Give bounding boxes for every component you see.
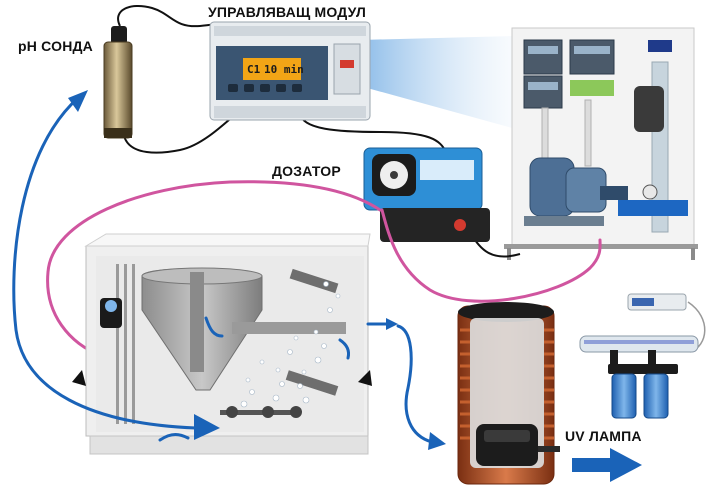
electrical-box-1 [523,39,563,75]
filter-housing-2 [643,373,669,419]
flow-top-arrowhead [68,90,88,112]
dosing-line-to-panel [380,208,602,303]
doser-label: ДОЗАТОР [272,163,341,179]
lcd-time: 10 min [264,63,304,76]
controller-button-2[interactable] [244,84,254,92]
check-valve [634,86,664,132]
uv-lamp-label: UV ЛАМПА [565,428,642,444]
dosing-line [46,180,602,358]
hot-water-tank [457,302,560,485]
controller-button-5[interactable] [292,84,302,92]
flow-to-boiler-arrow [396,324,434,444]
controller-button-1[interactable] [228,84,238,92]
pressure-gauge [642,184,658,200]
uv-lamp-unit [579,293,706,419]
aerator-rail [220,410,300,415]
ph-probe [103,26,133,139]
central-pipe [190,272,204,372]
pump-indicator-light [454,219,466,231]
flow-boiler-arrowhead [428,432,446,450]
ph-probe-label: pH СОНДА [18,38,93,54]
filter-housing-1 [611,373,637,419]
dosing-pump [363,147,490,242]
probe-to-controller-cable [123,111,239,154]
outlet-arrow [572,448,642,482]
flow-inlet-arrowhead [194,414,220,440]
controller-button-3[interactable] [260,84,270,92]
lcd-channel: C1 [247,63,261,76]
control-panel-board [360,27,698,260]
projection-beam [360,36,512,128]
treatment-tank [72,233,372,455]
relay-module [340,60,354,68]
air-bubbles [240,281,341,408]
controller-to-doser-cable [299,111,447,153]
panel-green-strip [570,80,614,96]
controller-lcd [243,58,301,80]
controller-button-4[interactable] [276,84,286,92]
horizontal-pipe-blue [618,200,688,216]
flow-inner-1 [204,316,224,338]
pump-base [380,208,490,242]
water-flow [12,96,434,444]
flow-inner-3 [158,433,190,442]
controller-label: УПРАВЛЯВАЩ МОДУЛ [208,4,367,20]
flow-inner-2 [338,338,350,360]
outlet-pipe [232,322,346,334]
flow-outlet-arrowhead [386,318,398,330]
electrical-box-3 [523,75,563,109]
copper-coil [460,328,554,440]
electrical-box-2 [569,39,615,75]
flow-inlet-arrow [12,96,198,430]
controller-module: C1 10 min [209,21,371,121]
dosing-line-to-tank [46,180,382,358]
